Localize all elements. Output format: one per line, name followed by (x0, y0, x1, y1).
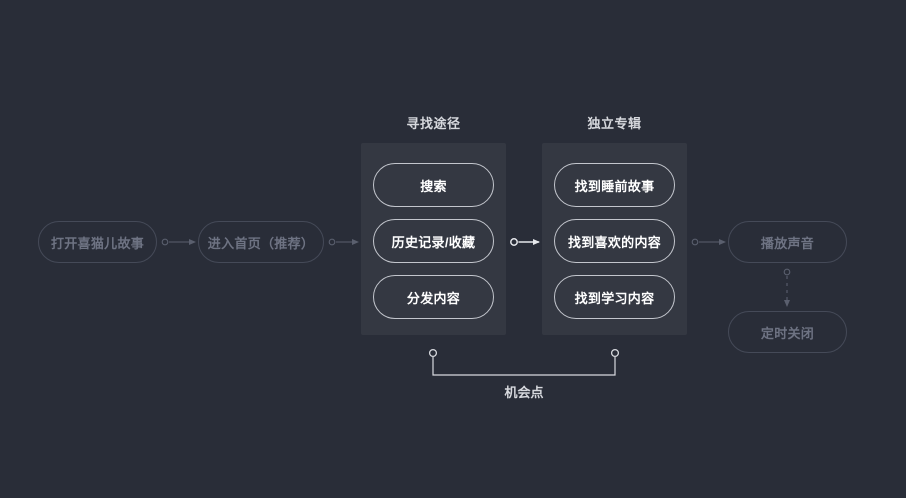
step-open-app[interactable]: 打开喜猫儿故事 (38, 221, 157, 263)
album-item-liked-content[interactable]: 找到喜欢的内容 (554, 219, 675, 263)
opportunity-bracket-label: 机会点 (504, 385, 544, 400)
opportunity-bracket-right-dot (610, 348, 620, 358)
path-item-search[interactable]: 搜索 (373, 163, 494, 207)
connector-play-to-timer-origin-dot (783, 268, 791, 276)
path-item-history-favorites[interactable]: 历史记录/收藏 (373, 219, 494, 263)
opportunity-bracket-path (432, 357, 616, 376)
album-item-learning-content[interactable]: 找到学习内容 (554, 275, 675, 319)
connector-home-to-paths-origin-dot (328, 238, 336, 246)
connector-open-to-home-origin-dot (161, 238, 169, 246)
step-play-audio[interactable]: 播放声音 (728, 221, 847, 263)
group-albums-header: 独立专辑 (587, 116, 642, 131)
step-enter-home[interactable]: 进入首页（推荐） (198, 221, 324, 263)
connector-paths-to-albums-origin-dot (510, 238, 518, 246)
connector-albums-to-play-origin-dot (691, 238, 699, 246)
album-item-bedtime-story[interactable]: 找到睡前故事 (554, 163, 675, 207)
opportunity-bracket-left-dot (428, 348, 438, 358)
step-sleep-timer[interactable]: 定时关闭 (728, 311, 847, 353)
group-paths-header: 寻找途径 (406, 116, 461, 131)
path-item-distributed-content[interactable]: 分发内容 (373, 275, 494, 319)
